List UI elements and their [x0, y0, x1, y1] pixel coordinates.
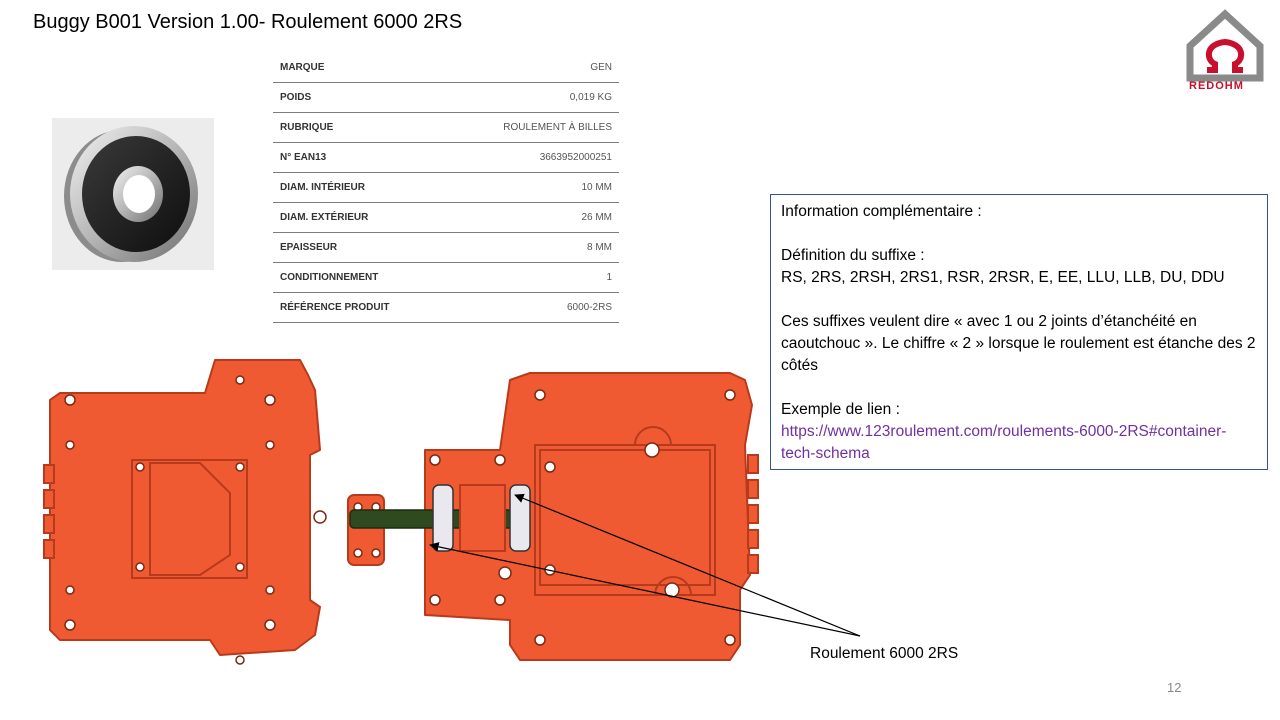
left-chassis-plate [49, 359, 321, 656]
suffix-title: Définition du suffixe : [781, 247, 925, 264]
spec-value: GEN [446, 53, 619, 83]
spec-value: 10 MM [446, 172, 619, 203]
bearing-left [432, 484, 454, 552]
bearing-right [509, 484, 531, 552]
spec-label: RÉFÉRENCE PRODUIT [273, 292, 447, 323]
bearing-callout-label: Roulement 6000 2RS [810, 645, 959, 662]
suffix-list: RS, 2RS, 2RSH, 2RS1, RSR, 2RSR, E, EE, L… [781, 269, 1225, 286]
page-number: 12 [1167, 680, 1182, 695]
spec-value: 26 MM [446, 202, 619, 233]
spec-label: N° EAN13 [273, 142, 447, 173]
suffix-description: Ces suffixes veulent dire « avec 1 ou 2 … [781, 313, 1256, 374]
link-title: Exemple de lien : [781, 401, 900, 418]
spec-label: RUBRIQUE [273, 112, 447, 143]
bearing-photo [52, 118, 214, 270]
spec-value: 6000-2RS [446, 292, 619, 323]
spec-label: EPAISSEUR [273, 232, 447, 263]
spec-label: MARQUE [273, 53, 447, 83]
spec-value: 8 MM [446, 232, 619, 263]
spec-label: CONDITIONNEMENT [273, 262, 447, 293]
info-heading: Information complémentaire : [781, 203, 982, 220]
spec-label: DIAM. INTÉRIEUR [273, 172, 447, 203]
chassis-assembly-drawing [43, 359, 759, 665]
slide-title: Buggy B001 Version 1.00- Roulement 6000 … [33, 11, 463, 33]
spec-value: ROULEMENT À BILLES [446, 112, 619, 143]
redohm-logo [1186, 9, 1264, 82]
spec-value: 1 [446, 262, 619, 293]
spec-value: 0,019 KG [446, 82, 619, 113]
logo-wordmark: REDOHM [1189, 80, 1244, 92]
spec-label: DIAM. EXTÉRIEUR [273, 202, 447, 233]
spec-label: POIDS [273, 82, 447, 113]
pinion [459, 484, 506, 552]
spec-value: 3663952000251 [446, 142, 619, 173]
info-box: Information complémentaire : Définition … [770, 194, 1268, 470]
example-link[interactable]: https://www.123roulement.com/roulements-… [781, 423, 1227, 462]
